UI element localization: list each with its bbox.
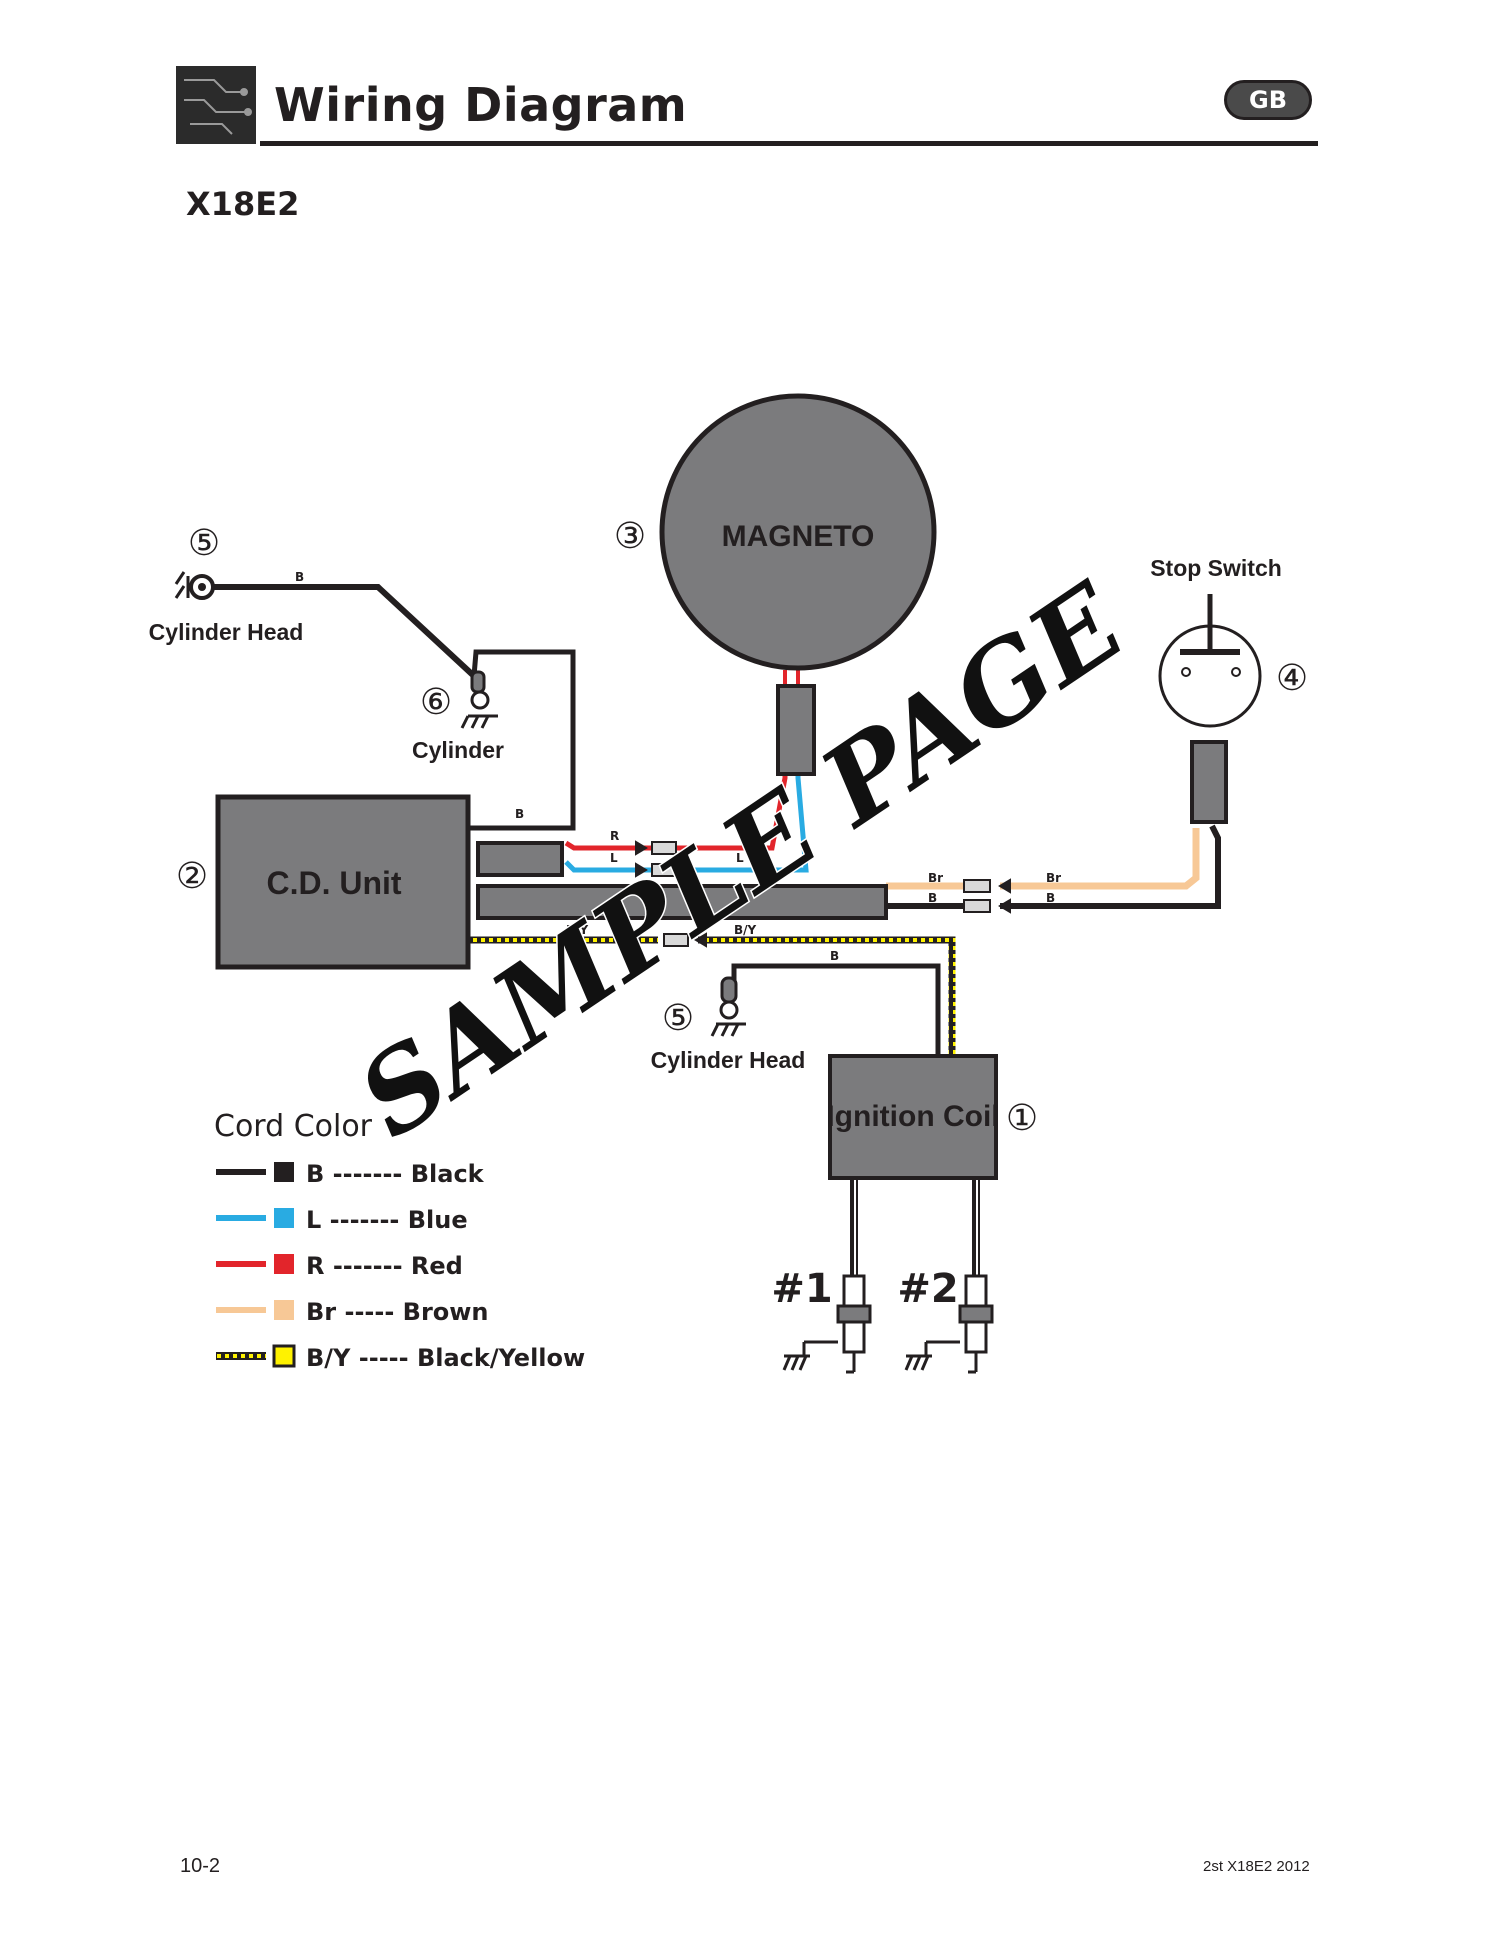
cd-unit-number: ② [176, 855, 208, 896]
ignition-coil-label: Ignition Coil [826, 1100, 999, 1133]
ground-terminal-icon [174, 571, 215, 600]
page-number: 10-2 [180, 1855, 221, 1877]
spark-plug-icon [904, 1274, 994, 1374]
legend: B ------- Black L ------- Blue R ------- R… [216, 1160, 585, 1372]
legend-swatch-box [274, 1254, 294, 1274]
wire-label-l: L [736, 851, 744, 865]
wire-label-by: B/Y [566, 923, 589, 937]
brown-wire-stop-switch [886, 828, 1200, 890]
wire-label-b: B [830, 949, 839, 963]
legend-item-label: Br ----- Brown [306, 1298, 489, 1326]
cd-unit-lower-connector [476, 884, 888, 920]
legend-item: L ------- Blue [216, 1206, 468, 1234]
plug-2-label: #2 [897, 1266, 958, 1312]
legend-swatch-box [274, 1300, 294, 1320]
wire-label-b: B [1046, 891, 1055, 905]
ground-symbol-icon [460, 670, 498, 729]
cylinder-head-bottom-number: ⑤ [662, 997, 694, 1038]
cylinder-label: Cylinder [412, 737, 504, 763]
language-badge: GB [1224, 80, 1312, 120]
legend-item: B/Y ----- Black/Yellow [216, 1344, 585, 1372]
stop-switch-number: ④ [1276, 657, 1308, 698]
ground-symbol-icon [710, 976, 746, 1037]
black-wire-cylinder-to-cd [466, 649, 576, 831]
legend-item: Br ----- Brown [216, 1298, 489, 1326]
cylinder-head-top-label: Cylinder Head [149, 619, 304, 645]
cd-unit-upper-connector [476, 841, 564, 877]
wire-label-br: Br [1046, 871, 1061, 885]
wire-label-l: L [610, 851, 618, 865]
legend-item-label: B ------- Black [306, 1160, 485, 1188]
legend-swatch-box [272, 1344, 296, 1368]
cd-unit-label: C.D. Unit [266, 865, 401, 901]
magneto-connector [776, 684, 816, 776]
legend-item-label: L ------- Blue [306, 1206, 468, 1234]
plug-1-label: #1 [771, 1266, 832, 1312]
legend-swatch-box [274, 1208, 294, 1228]
page-title: Wiring Diagram [274, 78, 688, 132]
wire-label-by: B/Y [734, 923, 757, 937]
stop-switch-terminal [1181, 667, 1191, 677]
legend-item-label: R ------- Red [306, 1252, 463, 1280]
cylinder-head-bottom-label: Cylinder Head [651, 1047, 806, 1073]
stop-switch-label: Stop Switch [1150, 555, 1282, 581]
legend-swatch-box [274, 1162, 294, 1182]
ignition-coil [828, 1054, 998, 1180]
magneto-number: ③ [614, 515, 646, 556]
wire-connectors [635, 840, 1011, 948]
cd-unit [215, 794, 471, 970]
black-wire-cylinder-head [206, 584, 477, 679]
legend-item: B ------- Black [216, 1160, 485, 1188]
header-rule [260, 141, 1318, 146]
black-yellow-wire-ignition [470, 936, 956, 1054]
black-wire-stop-switch [886, 824, 1221, 909]
legend-item: R ------- Red [216, 1252, 463, 1280]
wire-label-br: Br [928, 871, 943, 885]
wire-label-b: B [515, 807, 524, 821]
legend-title: Cord Color [214, 1109, 373, 1144]
logo-circuit-lines [184, 79, 252, 135]
wire-label-b: B [295, 570, 304, 584]
stop-switch-connector [1190, 740, 1228, 824]
spark-plug-icon [782, 1274, 872, 1374]
stop-switch-terminal [1231, 667, 1241, 677]
magneto-lead-stub [783, 670, 800, 686]
magneto [659, 393, 937, 671]
cylinder-number: ⑥ [420, 681, 452, 722]
black-wire-ignition-ground [731, 963, 941, 1054]
legend-item-label: B/Y ----- Black/Yellow [306, 1344, 585, 1372]
ignition-coil-number: ① [1006, 1097, 1038, 1138]
cylinder-head-top-number: ⑤ [188, 522, 220, 563]
magneto-label: MAGNETO [722, 520, 875, 553]
model-heading: X18E2 [186, 185, 300, 223]
wire-label-r: R [610, 829, 619, 843]
wire-label-b: B [928, 891, 937, 905]
document-id: 2st X18E2 2012 [1203, 1858, 1310, 1875]
